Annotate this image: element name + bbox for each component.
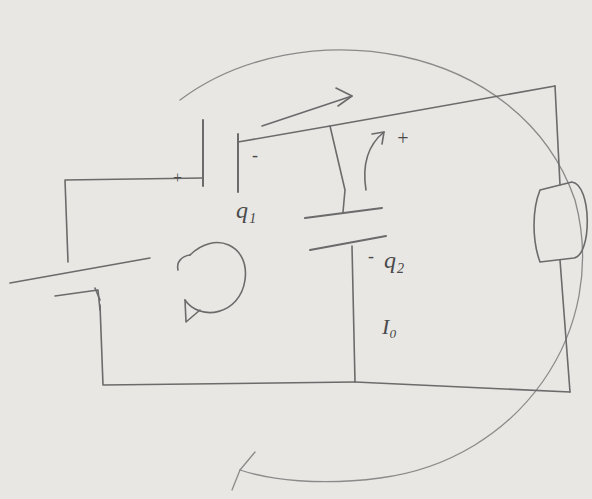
wire (560, 260, 570, 392)
capacitor-plate (202, 120, 204, 186)
arrow-head (185, 300, 200, 322)
wire (555, 86, 560, 185)
arrow-head (372, 132, 384, 144)
wire (100, 305, 355, 385)
current-arrow (365, 132, 384, 190)
plate-line (55, 290, 100, 310)
current-label: I₀ (382, 316, 397, 338)
plate-line (10, 258, 150, 283)
arrow-head (232, 452, 255, 490)
minus-sign: - (252, 146, 258, 164)
capacitor-plate (310, 236, 386, 250)
wire (352, 246, 355, 382)
plus-sign: + (172, 170, 183, 186)
current-arrow (262, 96, 352, 126)
loop-arc (180, 50, 583, 482)
wire (65, 178, 203, 262)
charge-label: q₂ (384, 248, 404, 272)
capacitor-plate (305, 208, 382, 218)
wire (330, 126, 345, 212)
wire (95, 288, 100, 300)
charge-label: q₁ (236, 198, 256, 222)
arrow-head (336, 88, 352, 106)
loop-arrow (178, 255, 190, 270)
plus-sign: + (396, 128, 410, 148)
loop-arrow (185, 243, 245, 313)
minus-sign: - (368, 247, 374, 265)
wire (355, 382, 570, 392)
bulb-symbol (534, 182, 587, 262)
